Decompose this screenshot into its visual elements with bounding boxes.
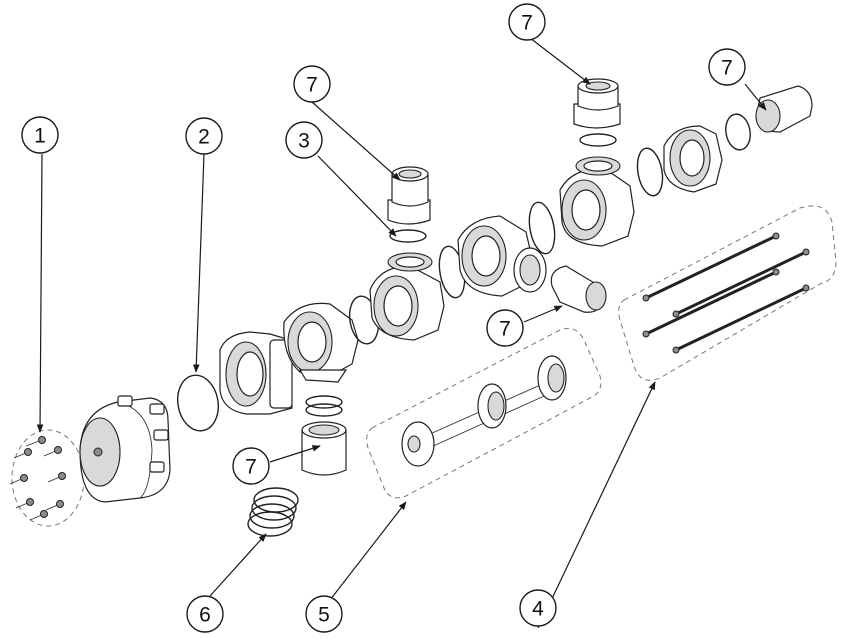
tie-rod (672, 284, 810, 354)
screw-set (9, 429, 85, 527)
callout-7-label: 7 (306, 74, 318, 97)
valve-body-left (283, 302, 359, 383)
screw (13, 448, 32, 459)
leader-lines (36, 37, 767, 629)
screw (15, 498, 34, 509)
leader-1 (36, 153, 44, 433)
spring (247, 487, 299, 537)
leader-7a (311, 101, 401, 181)
leader-2 (192, 153, 205, 373)
callout-4: 4 (519, 589, 557, 627)
callout-7-label: 7 (721, 57, 733, 80)
screw (29, 510, 48, 521)
callout-1-label: 1 (34, 125, 46, 148)
callout-2-label: 2 (198, 126, 210, 149)
screw (25, 436, 46, 447)
callout-7-side: 7 (486, 309, 524, 347)
fitting-bottom (301, 395, 347, 476)
fitting-top-left (387, 166, 431, 225)
fitting-end-right (755, 85, 813, 133)
o-ring-right-1 (636, 147, 664, 197)
callout-7-top-left: 7 (293, 65, 331, 103)
valve-body-center-left (369, 252, 445, 341)
callout-6-label: 6 (199, 604, 211, 627)
callout-7-label: 7 (521, 12, 533, 35)
callout-3: 3 (285, 121, 323, 159)
seal-ring-top-right (579, 133, 617, 147)
fitting-side (550, 265, 607, 313)
fitting-top-right (573, 78, 621, 129)
callout-7-label: 7 (245, 456, 257, 479)
leader-4 (537, 381, 656, 629)
leader-6 (209, 533, 267, 597)
valve-body-center (457, 215, 547, 297)
screw (47, 472, 66, 483)
callout-7-far-right: 7 (708, 48, 746, 86)
end-cap (79, 395, 171, 503)
callout-5: 5 (305, 595, 343, 633)
tie-rod-boundary (618, 205, 837, 381)
leader-3 (317, 155, 397, 237)
callout-6: 6 (186, 595, 224, 633)
valve-body-right (559, 156, 635, 247)
piston-assembly (366, 327, 602, 499)
tie-rod (642, 268, 780, 338)
o-ring-large (177, 374, 219, 432)
callout-5-label: 5 (318, 604, 330, 627)
flange-housing-left (219, 331, 293, 415)
flange-housing-right (663, 125, 723, 193)
callout-7-bottom: 7 (232, 447, 270, 485)
callout-1: 1 (21, 116, 59, 154)
screw (9, 474, 28, 485)
piston-boundary (366, 327, 602, 499)
leader-7e (269, 445, 321, 463)
screw (43, 446, 62, 457)
leader-7d (523, 305, 563, 323)
callout-7-top-right: 7 (508, 3, 546, 41)
tie-rod (672, 248, 810, 318)
leader-5 (329, 501, 407, 601)
tie-rod-set (618, 205, 837, 381)
o-ring-mid-3 (528, 201, 556, 255)
leader-7c (744, 83, 767, 111)
tie-rod (642, 232, 780, 302)
callout-4-label: 4 (532, 598, 544, 621)
callout-3-label: 3 (298, 130, 310, 153)
leader-7b (529, 37, 591, 85)
screw (45, 500, 64, 511)
callout-7-label: 7 (499, 318, 511, 341)
o-ring-right-2 (725, 113, 751, 151)
callout-2: 2 (185, 117, 223, 155)
